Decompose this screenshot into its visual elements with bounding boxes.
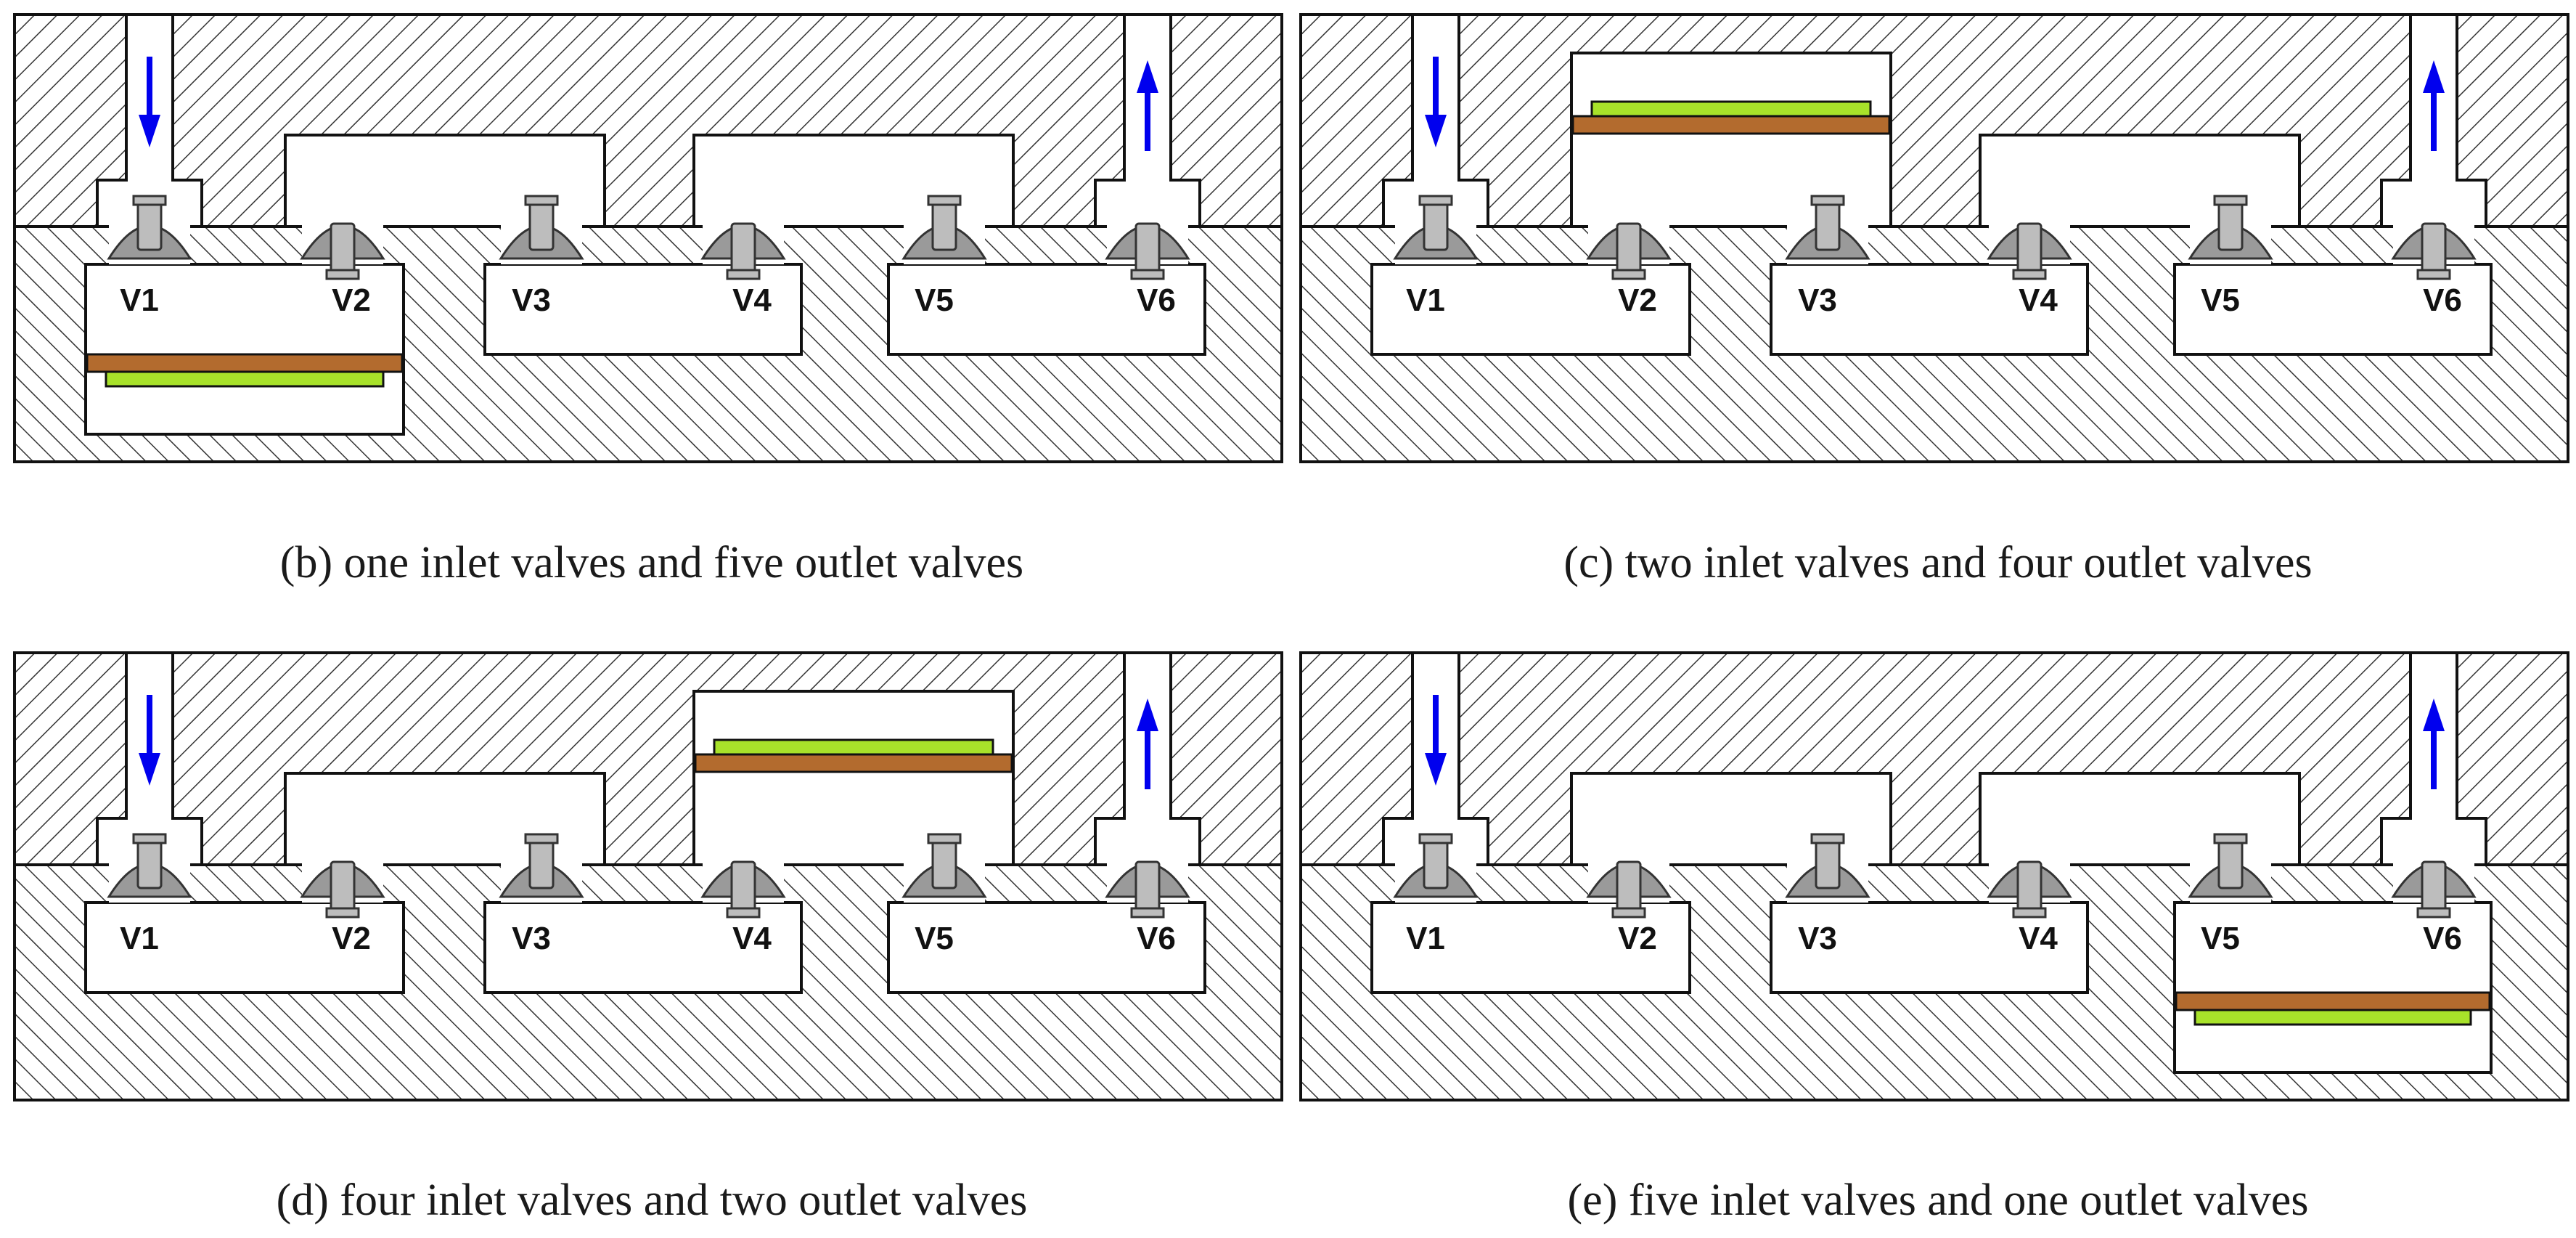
diagram-body: V1 V2 V3 V4 V5 V6 xyxy=(1299,651,2569,1101)
top-chamber-4 xyxy=(692,134,1015,228)
valve-label-4: V4 xyxy=(2019,921,2058,956)
piston xyxy=(694,738,1013,773)
piston-plate xyxy=(1571,115,1891,135)
valve-5 xyxy=(901,833,987,903)
bottom-chamber-5 xyxy=(2173,901,2493,1074)
piston xyxy=(1571,100,1891,135)
piston-plate xyxy=(694,753,1013,773)
valve-5 xyxy=(901,195,987,264)
valve-label-6: V6 xyxy=(2423,282,2462,318)
valve-label-3: V3 xyxy=(512,282,551,318)
top-chamber-2 xyxy=(284,134,606,228)
diagram-panel-e: V1 V2 V3 V4 V5 V6 xyxy=(1299,651,2576,1116)
valve-1 xyxy=(107,195,192,264)
valve-label-6: V6 xyxy=(1137,921,1176,956)
valve-2 xyxy=(1586,860,1672,919)
top-chamber-4 xyxy=(1979,134,2301,228)
arrow-up-icon xyxy=(2423,60,2445,151)
valve-2 xyxy=(300,860,385,919)
diagram-panel-b: V1 V2 V3 V4 V5 V6 xyxy=(13,13,1291,478)
piston-plate xyxy=(2175,991,2491,1011)
valve-6 xyxy=(2391,222,2477,280)
arrow-down-icon xyxy=(1425,57,1447,147)
valve-label-1: V1 xyxy=(1406,282,1445,318)
valve-label-5: V5 xyxy=(2201,921,2240,956)
valve-4 xyxy=(1987,222,2072,280)
diagram-panel-c: V1 V2 V3 V4 V5 V6 xyxy=(1299,13,2576,478)
caption-e: (e) five inlet valves and one outlet val… xyxy=(1567,1176,2309,1225)
valve-label-5: V5 xyxy=(2201,282,2240,318)
piston-plate xyxy=(86,353,404,373)
valve-label-3: V3 xyxy=(1798,282,1837,318)
upper-block xyxy=(1299,13,2569,228)
arrow-down-icon xyxy=(1425,695,1447,786)
valve-2 xyxy=(300,222,385,280)
valve-3 xyxy=(1785,833,1870,903)
valve-label-3: V3 xyxy=(1798,921,1837,956)
arrow-down-icon xyxy=(139,695,160,786)
valve-3 xyxy=(499,195,584,264)
valve-3 xyxy=(1785,195,1870,264)
valve-label-1: V1 xyxy=(1406,921,1445,956)
piston-pad xyxy=(713,738,994,756)
arrow-up-icon xyxy=(2423,699,2445,789)
panel-c-svg: V1 V2 V3 V4 V5 V6 xyxy=(1299,13,2569,463)
valve-1 xyxy=(107,833,192,903)
valve-label-6: V6 xyxy=(2423,921,2462,956)
bottom-chamber-1 xyxy=(84,263,405,436)
valve-label-5: V5 xyxy=(915,282,954,318)
valve-3 xyxy=(499,833,584,903)
valve-label-2: V2 xyxy=(1618,921,1657,956)
arrow-up-icon xyxy=(1137,699,1158,789)
diagram-body: V1 V2 V3 V4 V5 V6 xyxy=(13,651,1283,1101)
valve-label-2: V2 xyxy=(1618,282,1657,318)
valve-1 xyxy=(1393,833,1479,903)
valve-6 xyxy=(2391,860,2477,919)
valve-label-4: V4 xyxy=(732,921,772,956)
piston-pad xyxy=(1590,100,1872,118)
upper-block xyxy=(1299,651,2569,866)
upper-block xyxy=(13,13,1283,228)
valve-label-3: V3 xyxy=(512,921,551,956)
piston xyxy=(2175,991,2491,1026)
valve-6 xyxy=(1105,222,1190,280)
valve-5 xyxy=(2188,833,2273,903)
valve-4 xyxy=(700,222,786,280)
valve-2 xyxy=(1586,222,1672,280)
valve-label-2: V2 xyxy=(332,282,371,318)
panel-d-svg: V1 V2 V3 V4 V5 V6 xyxy=(13,651,1283,1101)
diagram-body: V1 V2 V3 V4 V5 V6 xyxy=(1299,13,2569,463)
valve-4 xyxy=(700,860,786,919)
valve-4 xyxy=(1987,860,2072,919)
valve-label-2: V2 xyxy=(332,921,371,956)
caption-d: (d) four inlet valves and two outlet val… xyxy=(276,1176,1028,1225)
valve-5 xyxy=(2188,195,2273,264)
piston-pad xyxy=(105,370,385,388)
valve-1 xyxy=(1393,195,1479,264)
panel-b-svg: V1 V2 V3 V4 V5 V6 xyxy=(13,13,1283,463)
top-chamber-2 xyxy=(284,772,606,866)
arrow-up-icon xyxy=(1137,60,1158,151)
diagram-body: V1 V2 V3 V4 V5 V6 xyxy=(13,13,1283,463)
panel-e-svg: V1 V2 V3 V4 V5 V6 xyxy=(1299,651,2569,1101)
piston-pad xyxy=(2193,1009,2472,1026)
valve-label-5: V5 xyxy=(915,921,954,956)
diagram-panel-d: V1 V2 V3 V4 V5 V6 xyxy=(13,651,1291,1116)
top-chamber-4 xyxy=(692,690,1015,866)
valve-label-4: V4 xyxy=(2019,282,2058,318)
valve-label-6: V6 xyxy=(1137,282,1176,318)
caption-c: (c) two inlet valves and four outlet val… xyxy=(1563,538,2313,587)
top-chamber-2 xyxy=(1570,772,1892,866)
valve-label-4: V4 xyxy=(732,282,772,318)
valve-label-1: V1 xyxy=(120,282,159,318)
top-chamber-4 xyxy=(1979,772,2301,866)
caption-b: (b) one inlet valves and five outlet val… xyxy=(279,538,1024,587)
arrow-down-icon xyxy=(139,57,160,147)
piston xyxy=(86,353,404,388)
upper-block xyxy=(13,651,1283,866)
valve-label-1: V1 xyxy=(120,921,159,956)
valve-6 xyxy=(1105,860,1190,919)
bottom-chamber-3 xyxy=(1770,901,2089,994)
